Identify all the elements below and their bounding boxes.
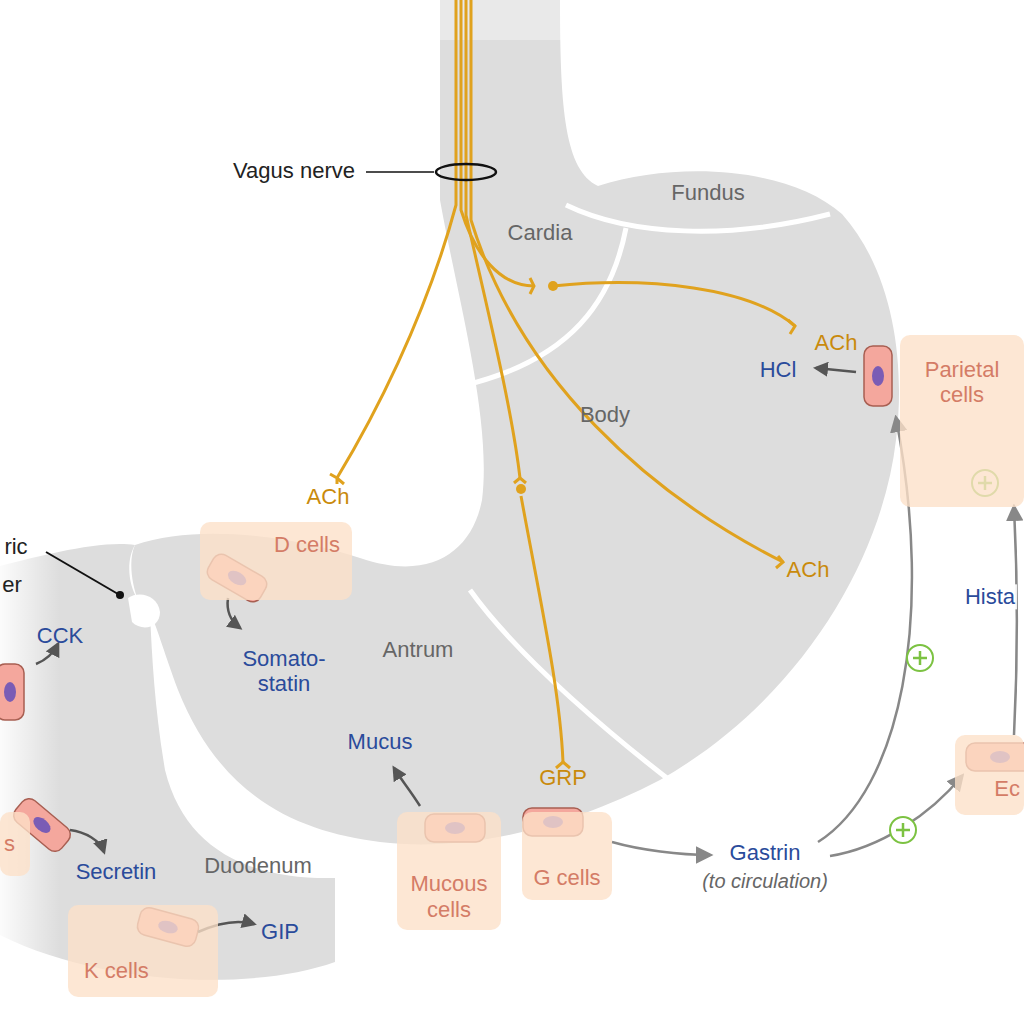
region-line xyxy=(470,590,672,782)
drawing-part xyxy=(776,556,783,568)
diagram-label: Duodenum xyxy=(204,853,312,878)
i-cell xyxy=(0,664,24,720)
diagram-label: ACh xyxy=(307,484,350,509)
drawing-part xyxy=(30,814,53,836)
drawing-part xyxy=(337,0,456,478)
drawing-part xyxy=(816,368,856,372)
drawing-part xyxy=(612,842,710,855)
diagram-label: Secretin xyxy=(76,859,157,884)
drawing-part xyxy=(70,830,104,852)
top-fade xyxy=(420,0,580,40)
cell-label: D cells xyxy=(274,532,340,557)
cell-label: G cells xyxy=(533,865,600,890)
synapse-dot xyxy=(548,281,558,291)
drawing-part xyxy=(521,496,563,762)
cell-box: Ec xyxy=(955,735,1024,815)
leader-line xyxy=(366,171,434,173)
leader-line xyxy=(46,552,118,594)
cell-label: Ec xyxy=(994,776,1020,801)
drawing-part xyxy=(913,651,927,665)
cell-label: Mucous cells xyxy=(404,871,494,922)
region-line xyxy=(566,205,830,231)
drawing-part xyxy=(330,474,344,484)
drawing-part xyxy=(471,0,783,562)
drawing-part xyxy=(864,346,892,406)
diagram-label: Gastrin xyxy=(730,840,801,865)
drawing-part xyxy=(872,366,884,386)
histamine-arrow xyxy=(1014,507,1017,735)
leader-dot xyxy=(116,591,124,599)
cell-box: D cells xyxy=(200,522,352,600)
drawing-part xyxy=(0,664,24,720)
drawing-part xyxy=(896,823,910,837)
diagram-label: HCl xyxy=(760,357,797,382)
diagram-label: GRP xyxy=(539,765,587,790)
vagus-nerve xyxy=(330,0,795,768)
nerve-ring xyxy=(436,164,496,180)
diagram-label: ric xyxy=(4,534,27,559)
diagram-label: Somato- statin xyxy=(236,646,332,697)
diagram-label: Antrum xyxy=(383,637,454,662)
diagram-label: Body xyxy=(580,402,630,427)
diagram-label: Cardia xyxy=(508,220,573,245)
cell-box: s xyxy=(0,812,30,876)
diagram-label: ACh xyxy=(787,557,830,582)
drawing-part xyxy=(788,320,795,334)
cell-box: K cells xyxy=(68,905,218,997)
diagram-label: Vagus nerve xyxy=(233,158,355,183)
drawing-part xyxy=(553,283,795,326)
drawing-part xyxy=(228,598,240,628)
cell-label: K cells xyxy=(84,958,149,983)
cell-box: G cells xyxy=(522,812,612,900)
synapse-dot xyxy=(516,484,526,494)
diagram-label: CCK xyxy=(37,623,83,648)
drawing-part xyxy=(830,776,962,856)
diagram-label: Mucus xyxy=(348,729,413,754)
cell-label: s xyxy=(4,831,15,856)
diagram-label: er xyxy=(2,572,22,597)
cell-label: Parietal cells xyxy=(907,357,1017,408)
diagram-label: Fundus xyxy=(671,180,744,205)
diagram-label: (to circulation) xyxy=(702,870,828,893)
drawing-part xyxy=(818,418,912,842)
parietal-cell xyxy=(864,346,892,406)
drawing-part xyxy=(890,817,916,843)
diagram-label: ACh xyxy=(815,330,858,355)
drawing-part xyxy=(4,682,16,702)
cell-box: Mucous cells xyxy=(397,812,501,930)
drawing-part xyxy=(530,278,534,294)
drawing-part xyxy=(907,645,933,671)
drawing-part xyxy=(514,478,526,483)
cell-box: Parietal cells xyxy=(900,335,1024,507)
diagram-label: GIP xyxy=(261,919,299,944)
stomach-outline xyxy=(131,0,899,844)
secretion-arrow xyxy=(36,368,856,932)
edge-fade xyxy=(0,540,60,960)
pylorus-notch xyxy=(128,594,160,627)
drawing-part xyxy=(394,768,420,806)
diagram-label: Hista xyxy=(963,584,1017,609)
